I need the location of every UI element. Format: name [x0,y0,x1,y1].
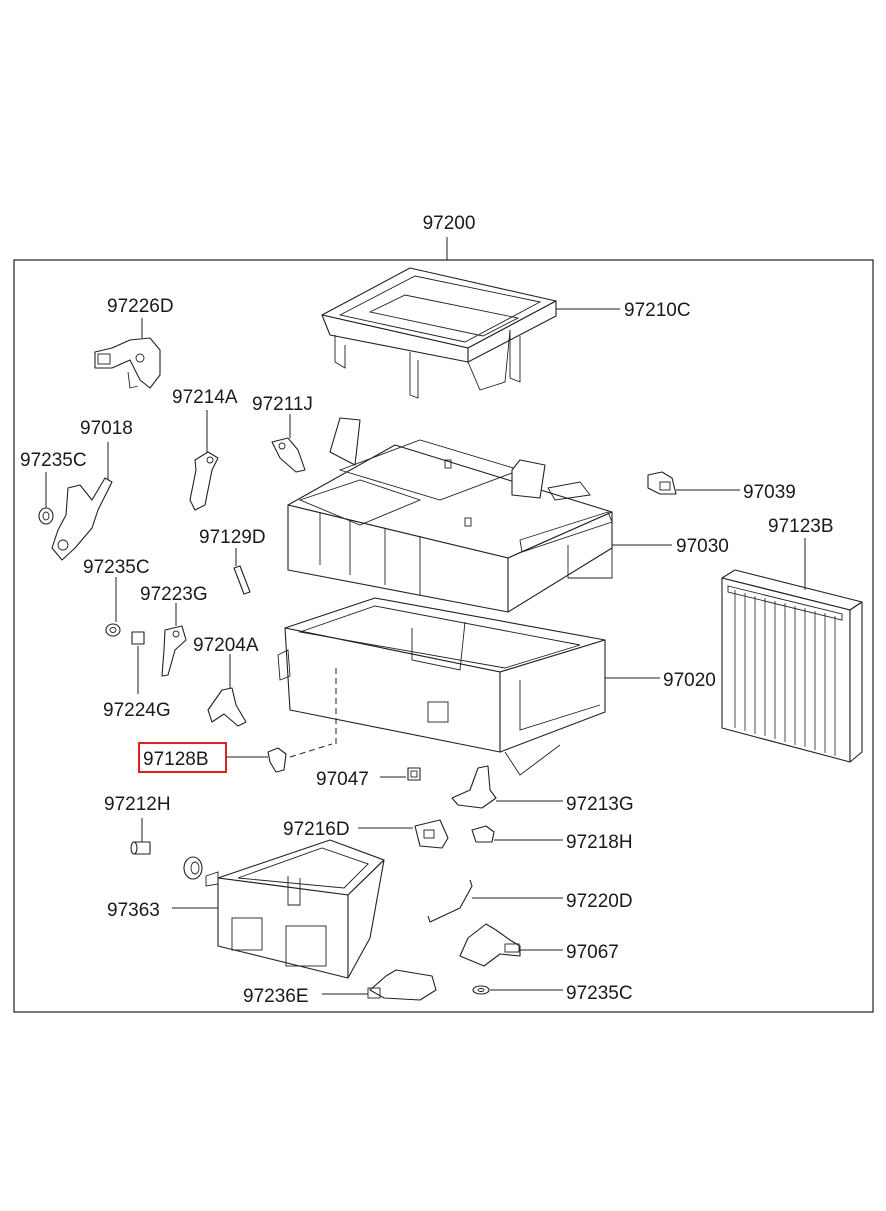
part-97047-nut [407,767,421,781]
part-97226D-actuator [94,337,161,389]
label-97204A[interactable]: 97204A [193,635,259,656]
label-97220D[interactable]: 97220D [566,891,633,912]
part-97067-bracket [459,923,521,967]
part-97216D-bracket [414,819,449,849]
label-97210C[interactable]: 97210C [624,300,691,321]
label-97226D[interactable]: 97226D [107,296,174,317]
part-97039-connector [647,471,677,495]
label-97212H[interactable]: 97212H [104,794,171,815]
label-97128B[interactable]: 97128B [143,749,209,770]
highlight-box [138,742,227,773]
label-97236E[interactable]: 97236E [243,986,309,1007]
label-97030[interactable]: 97030 [676,536,729,557]
part-97018-arm [51,477,113,561]
part-97128B-clip [267,747,287,773]
label-97020[interactable]: 97020 [663,670,716,691]
label-97363[interactable]: 97363 [107,900,160,921]
part-97214A-lever [189,451,219,511]
part-97236E-link [367,969,437,1001]
part-97123B-cabin-filter [721,569,863,763]
part-97020-lower-case [277,597,606,776]
label-97129D[interactable]: 97129D [199,527,266,548]
label-97235C-a[interactable]: 97235C [20,450,87,471]
label-97214A[interactable]: 97214A [172,387,238,408]
label-97123B[interactable]: 97123B [768,516,834,537]
label-97018[interactable]: 97018 [80,418,133,439]
part-97224G-pin [131,631,145,645]
part-97363-duct [205,839,385,979]
label-97223G[interactable]: 97223G [140,584,208,605]
label-97067[interactable]: 97067 [566,942,619,963]
label-97235C-c[interactable]: 97235C [566,983,633,1004]
part-97235C-clip-a [38,507,54,525]
grommet [183,856,203,880]
part-97220D-rod [427,879,473,923]
part-97213G-lever [451,765,497,809]
part-97212H-screw [130,841,151,855]
part-97204A-cam [207,687,247,727]
label-97235C-b[interactable]: 97235C [83,557,150,578]
label-97216D[interactable]: 97216D [283,819,350,840]
part-97218H-clip [471,825,495,843]
label-97224G[interactable]: 97224G [103,700,171,721]
part-97235C-clip-c [472,985,490,995]
part-97129D-rod [233,565,251,595]
part-97030-upper-case [287,417,613,613]
part-97211J-link [271,437,306,473]
label-97213G[interactable]: 97213G [566,794,634,815]
label-97218H[interactable]: 97218H [566,832,633,853]
part-97235C-clip-b [105,623,121,637]
assembly-label[interactable]: 97200 [423,213,476,234]
label-97039[interactable]: 97039 [743,482,796,503]
part-97210C-top-cover [321,267,557,399]
label-97047[interactable]: 97047 [316,769,369,790]
label-97211J[interactable]: 97211J [252,394,313,415]
part-97223G-lever [161,625,187,677]
assembly-frame [13,259,874,1013]
